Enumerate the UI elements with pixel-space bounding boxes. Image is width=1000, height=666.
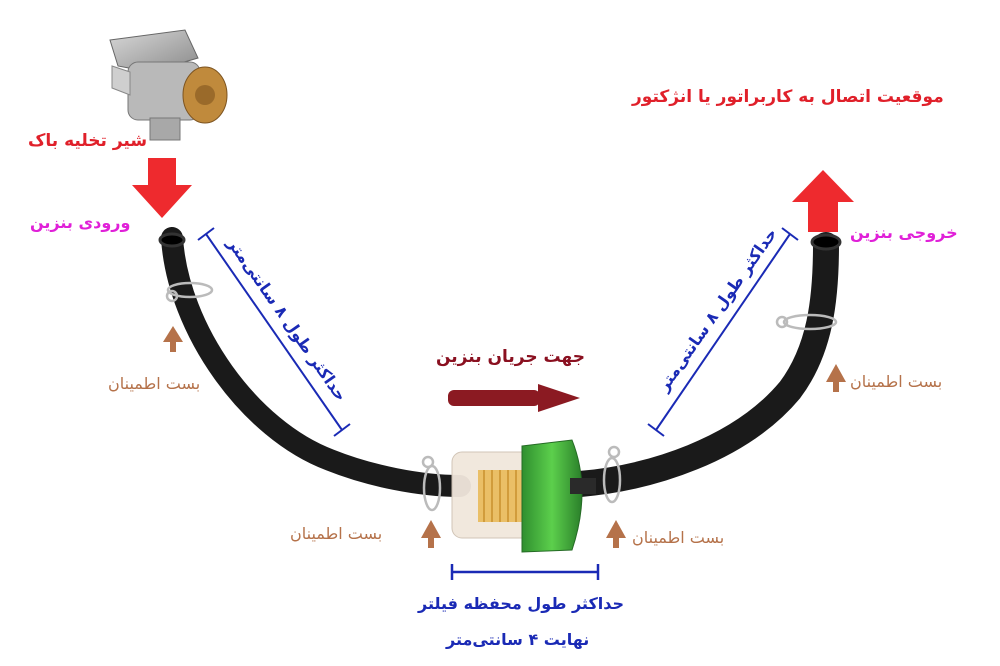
- outflow-up-arrow-icon: [792, 170, 854, 232]
- clamp-pointer-arrow-icon: [606, 520, 626, 548]
- connection-position-label: موقعیت اتصال به کاربراتور یا انژکتور: [632, 87, 944, 107]
- clamp-label-filter-right: بست اطمینان: [632, 528, 725, 547]
- hose-clamp-inlet: [165, 281, 214, 303]
- tank-valve-label: شیر تخلیه باک: [28, 131, 148, 151]
- fuel-filter-image: [451, 439, 596, 553]
- right-hose-dimension-line: [647, 227, 799, 437]
- outlet-hose-opening: [810, 233, 842, 251]
- inflow-down-arrow-icon: [132, 158, 192, 218]
- outlet-hose: [567, 232, 839, 497]
- clamp-pointer-arrow-icon: [826, 364, 846, 392]
- hose-clamp-filter-left: [421, 455, 442, 512]
- inlet-hose: [161, 227, 471, 497]
- clamp-pointer-arrow-icon: [163, 326, 183, 352]
- fuel-tap-valve-image: [109, 29, 228, 141]
- left-hose-dimension-line: [197, 227, 351, 437]
- fuel-inlet-label: ورودی بنزین: [30, 213, 131, 232]
- fuel-outlet-label: خروجی بنزین: [850, 223, 958, 242]
- clamp-label-outlet: بست اطمینان: [850, 372, 943, 391]
- flow-direction-arrow-icon: [448, 384, 580, 412]
- filter-length-label-line2: نهایت ۴ سانتی‌متر: [446, 630, 590, 649]
- inlet-hose-opening: [158, 232, 186, 248]
- flow-direction-label: جهت جریان بنزین: [436, 347, 585, 367]
- hose-clamp-outlet: [775, 313, 838, 331]
- hose-clamp-filter-right: [602, 445, 622, 504]
- clamp-pointer-arrow-icon: [421, 520, 441, 548]
- filter-length-label-line1: حداکثر طول محفظه فیلتر: [418, 594, 625, 613]
- clamp-label-filter-left: بست اطمینان: [290, 524, 383, 543]
- filter-dimension-line: [450, 564, 600, 580]
- clamp-label-inlet: بست اطمینان: [108, 374, 201, 393]
